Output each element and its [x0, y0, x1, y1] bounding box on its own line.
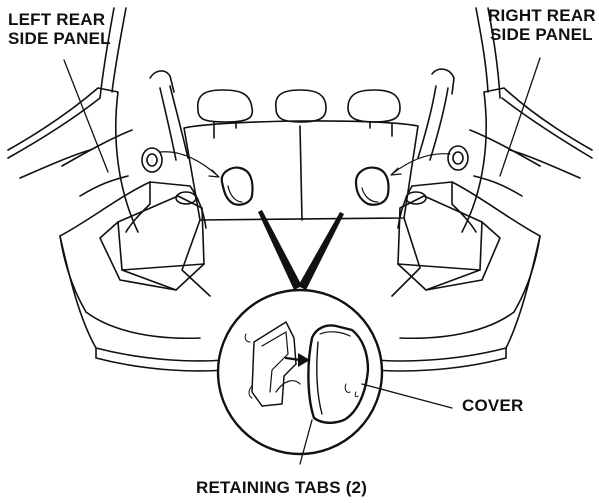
left-seat-belt: [149, 70, 189, 161]
leader-lines: [63, 57, 541, 465]
right-seat-belt: [417, 68, 455, 161]
retaining-tabs-label: RETAINING TABS (2): [196, 478, 368, 497]
right-cargo-hook: [447, 145, 469, 171]
right-panel-label-line2: SIDE PANEL: [490, 25, 593, 44]
cover-leader: [361, 383, 453, 409]
left-panel-label-line1: LEFT REAR: [8, 10, 106, 29]
headrests: [197, 89, 401, 123]
right-side-panel: [461, 7, 593, 233]
right-side-trim: [397, 181, 541, 340]
left-cargo-hook: [141, 147, 163, 173]
detail-pointer-wedges: [258, 210, 344, 290]
right-panel-leader: [499, 57, 541, 177]
right-panel-label: RIGHT REAR SIDE PANEL: [488, 6, 596, 44]
removal-arrows: [159, 151, 451, 178]
rear-opening-sill: [59, 235, 541, 372]
cover-label: COVER: [462, 396, 524, 415]
left-panel-label-line2: SIDE PANEL: [8, 29, 111, 48]
left-panel-leader: [63, 59, 109, 173]
tabs-leader: [299, 419, 313, 465]
left-cover-callout: [220, 166, 254, 206]
right-cover-callout: [354, 166, 390, 206]
cargo-floor: [181, 217, 421, 297]
left-side-panel: [7, 7, 139, 233]
detail-view: [216, 288, 384, 456]
left-panel-label: LEFT REAR SIDE PANEL: [8, 10, 111, 48]
rear-seatback: [183, 120, 419, 221]
right-panel-label-line1: RIGHT REAR: [488, 6, 596, 25]
